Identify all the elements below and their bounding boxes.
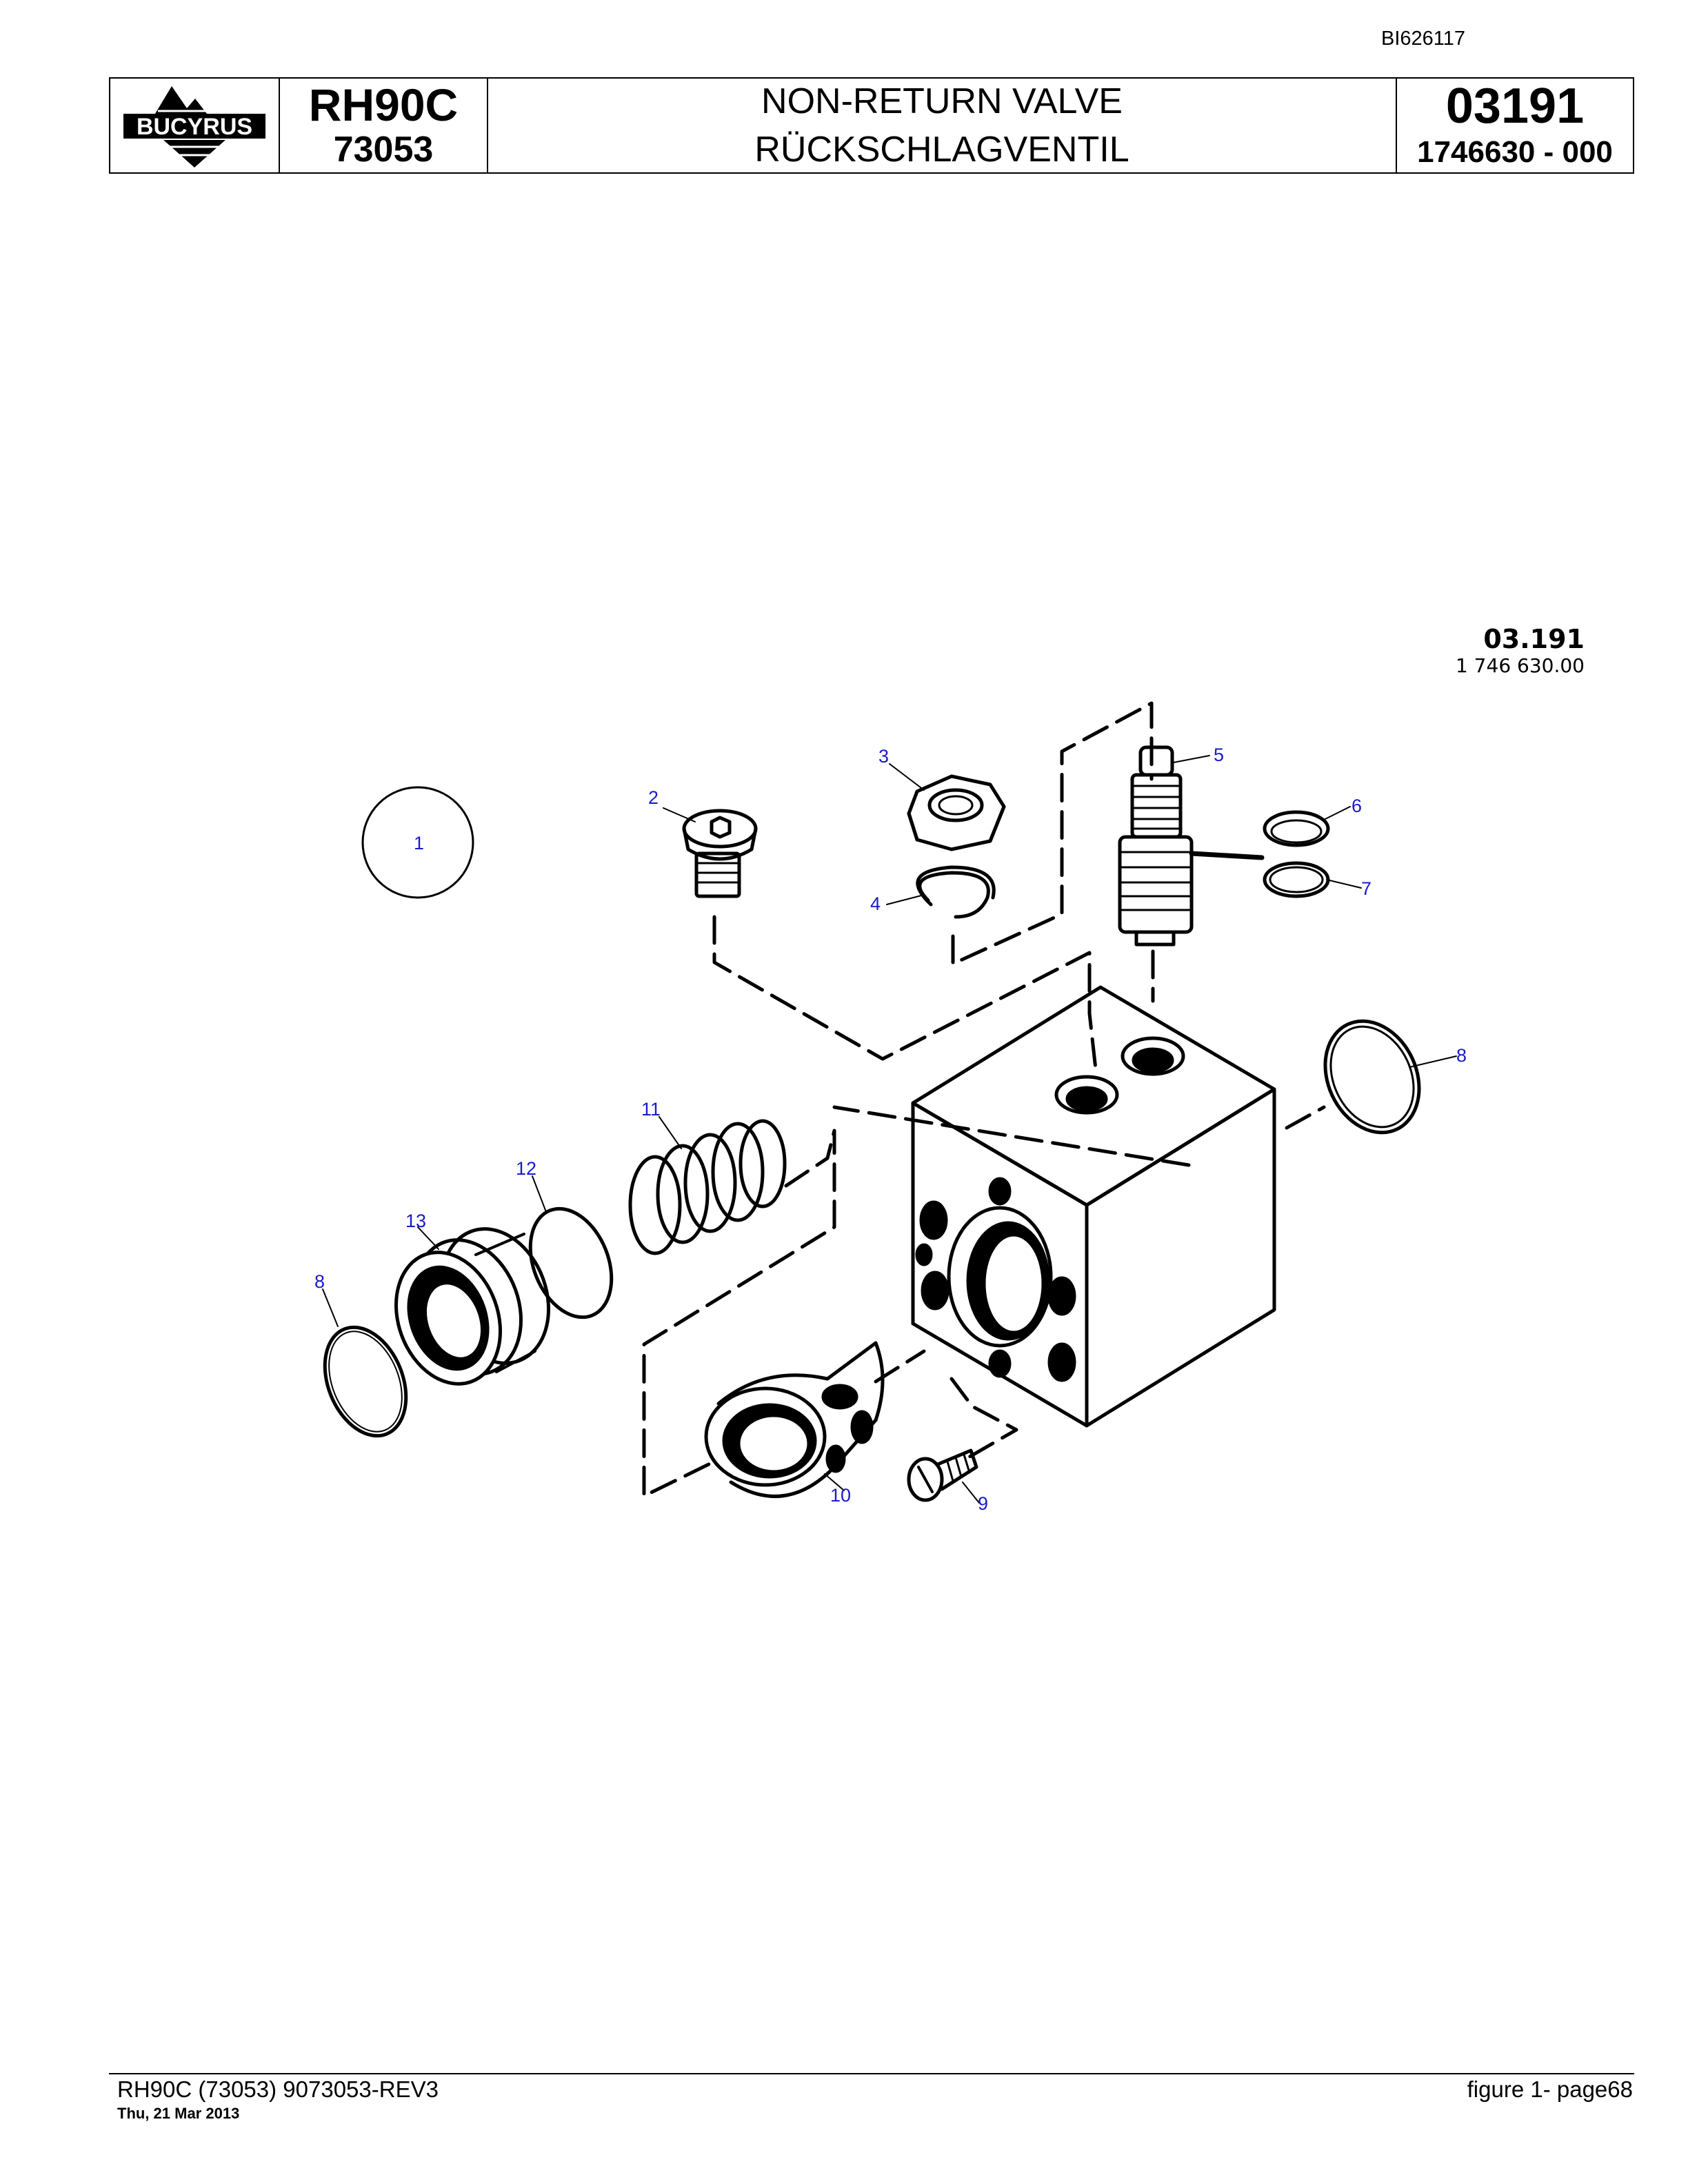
part-9-screw	[907, 1448, 978, 1502]
part-8-o-ring-upper	[1323, 1019, 1421, 1135]
part-10-sleeve	[704, 1341, 885, 1498]
group-number: 03191	[1445, 79, 1585, 134]
part-13-sealing-plug	[394, 1227, 550, 1386]
part-number: 1746630 - 000	[1417, 135, 1613, 169]
callout-1: 1	[414, 833, 424, 853]
document-id: BI626117	[1381, 28, 1466, 50]
valve-body	[911, 985, 1276, 1428]
part-1-ring	[361, 786, 474, 899]
footer-date: Thu, 21 Mar 2013	[117, 2105, 240, 2122]
title-german: RÜCKSCHLAGVENTIL	[754, 130, 1129, 170]
callout-2: 2	[648, 787, 659, 808]
part-8-o-ring-lower	[323, 1325, 408, 1438]
callout-10: 10	[830, 1485, 851, 1506]
part-4-snap-ring	[916, 865, 996, 919]
callout-7: 7	[1361, 878, 1372, 899]
footer-page-ref: figure 1- page68	[1467, 2076, 1633, 2102]
callout-9: 9	[978, 1493, 988, 1514]
leader-lines	[322, 755, 1457, 1504]
callout-12: 12	[516, 1158, 536, 1179]
figure-group-ref: 03.191	[1483, 624, 1585, 654]
part-5-cartridge	[1118, 745, 1265, 947]
callout-4: 4	[870, 893, 881, 914]
model-cell: RH90C 73053	[280, 79, 488, 172]
part-11-spring	[628, 1119, 787, 1255]
callout-13: 13	[405, 1211, 426, 1231]
callout-8-lower: 8	[314, 1271, 325, 1292]
part-3-nut	[907, 774, 1006, 851]
callout-5: 5	[1214, 745, 1224, 765]
figure-part-ref: 1 746 630.00	[1455, 654, 1585, 677]
footer-document-ref: RH90C (73053) 9073053-REV3	[117, 2076, 439, 2102]
title-cell: NON-RETURN VALVE RÜCKSCHLAGVENTIL	[488, 79, 1397, 172]
part-12-o-ring	[528, 1206, 614, 1320]
callout-3: 3	[878, 746, 889, 767]
svg-text:BUCYRUS: BUCYRUS	[137, 114, 252, 140]
callout-8-upper: 8	[1456, 1045, 1467, 1066]
number-cell: 03191 1746630 - 000	[1397, 79, 1633, 172]
callout-11: 11	[641, 1099, 661, 1120]
part-6-backup-ring	[1263, 810, 1330, 847]
title-english: NON-RETURN VALVE	[761, 81, 1123, 121]
part-7-o-ring	[1263, 861, 1330, 898]
header-table: BUCYRUS RH90C 73053 NON-RETURN VALVE RÜC…	[109, 77, 1634, 174]
figure-reference: 03.191 1 746 630.00	[1456, 624, 1585, 677]
logo-cell: BUCYRUS	[110, 79, 280, 172]
part-2-plug	[682, 809, 758, 898]
callout-6: 6	[1352, 796, 1362, 816]
serial-number: 73053	[333, 130, 434, 170]
footer-divider	[109, 2073, 1634, 2074]
assembly-lines	[642, 701, 1326, 1498]
bucyrus-logo: BUCYRUS	[123, 86, 265, 168]
model-name: RH90C	[308, 79, 459, 130]
